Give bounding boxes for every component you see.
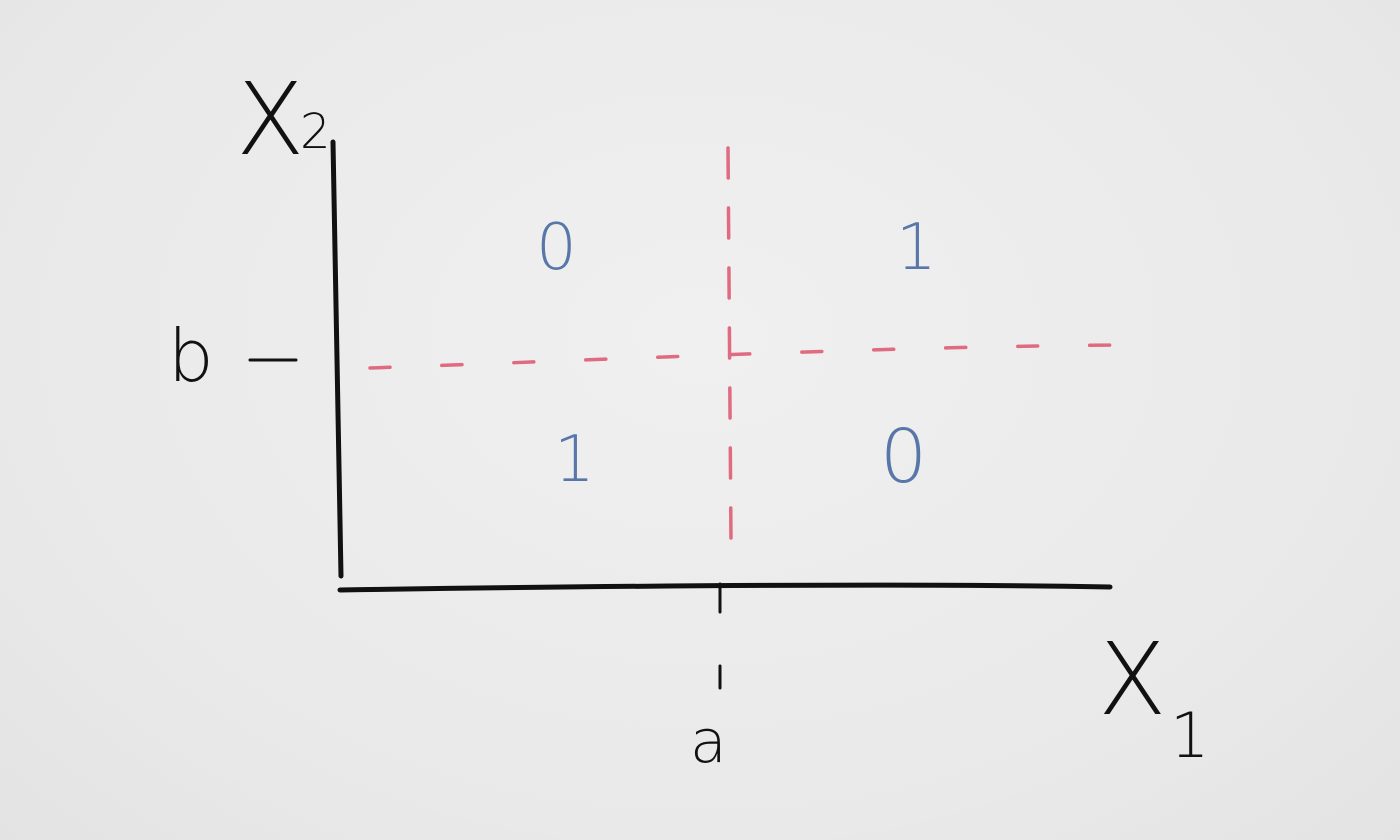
region-bottom-left-label: 1 (554, 423, 595, 497)
x-axis-label-name: X (1098, 621, 1167, 738)
y-axis-label-subscript: 2 (300, 104, 331, 160)
region-top-right-label: 1 (896, 211, 937, 285)
region-top-left-label: 0 (536, 211, 577, 285)
y-axis-label-name: X (236, 61, 305, 178)
y-axis-line (330, 139, 344, 579)
region-bottom-right-label: 0 (880, 414, 928, 500)
split-line-x-equals-a (726, 146, 733, 542)
y-threshold-label: b (168, 314, 214, 398)
x-axis-label-subscript: 1 (1170, 699, 1210, 772)
x-axis-line (337, 582, 1113, 593)
split-line-y-equals-b (368, 343, 1132, 370)
x-threshold-label: a (690, 707, 727, 777)
